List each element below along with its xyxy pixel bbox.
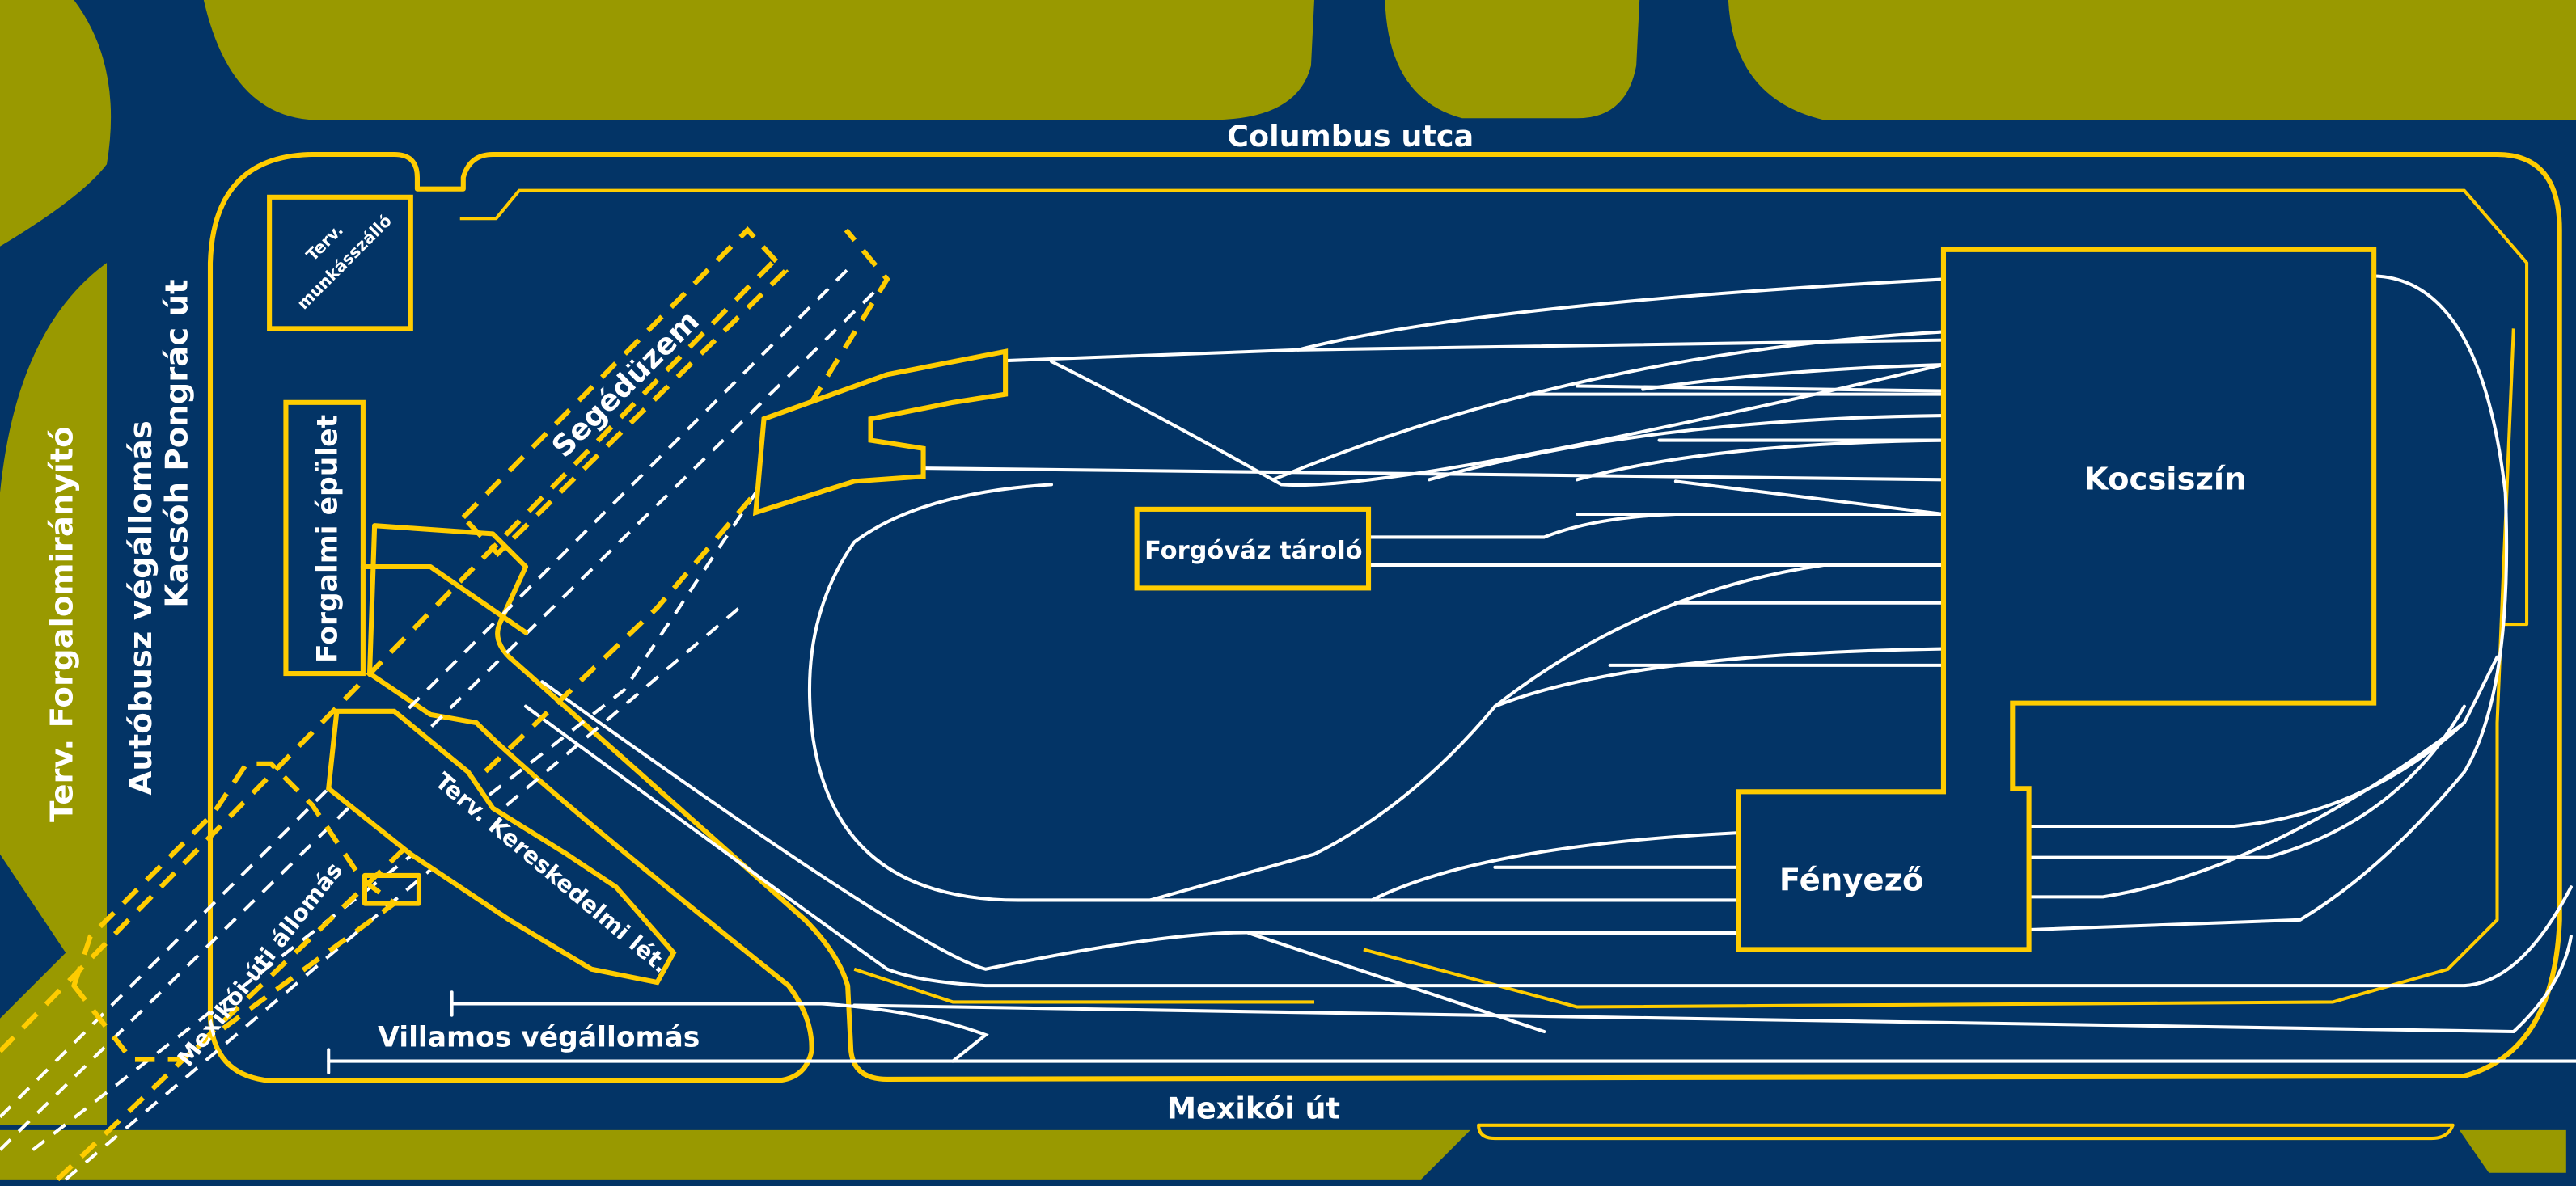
track [1271,330,1945,482]
track [807,483,1741,902]
planned-track [64,606,741,1181]
track [540,680,1741,971]
green-area-top-1 [203,0,1314,120]
track [852,935,2573,1034]
inner-boundary-right [1363,328,2515,1009]
inner-boundary-bottom [853,967,1314,1004]
planned-track [32,492,758,1151]
mexikoi-allomas-outline [71,761,399,1062]
boundary-outline [207,151,2562,1084]
forgalmi-label: Forgalmi épület [311,415,344,663]
planned-outline-left [0,260,774,1053]
kocsiszin-building [1736,247,2377,952]
track [1575,384,1945,393]
street-label-left-2: Kacsóh Pongrác út [159,279,196,607]
green-area-bottom-right [2459,1129,2566,1173]
track [1575,438,1945,482]
forgalmi-building [283,399,366,677]
fenyezo-label: Fényező [1779,862,1924,898]
track [918,466,1945,482]
street-label-left-1: Autóbusz végállomás [123,420,159,795]
track [1493,647,1945,708]
planned-outline-right [55,228,890,1182]
track [2027,274,2509,932]
track [1049,359,1945,487]
track [2027,720,2466,899]
villamos-label: Villamos végállomás [378,1021,700,1053]
bottom-street-edge [1477,1123,2455,1141]
track [1148,704,1497,902]
green-area-left [0,263,108,1125]
track [1368,512,1677,539]
forgovaz-building [1134,506,1372,591]
track [1428,414,1945,482]
inner-boundary-top [459,188,2529,627]
track [1493,563,1825,708]
street-label-far-left: Terv. Forgalomirányító [44,426,80,821]
platform-shelter [752,348,1009,517]
green-area-top-left [0,0,112,247]
forgovaz-label: Forgóváz tároló [1144,537,1362,565]
track [762,277,1945,437]
track [523,704,2573,988]
track [1673,479,1945,517]
planned-track [0,261,856,1119]
green-area-top-2 [1385,0,1640,119]
track [1641,363,1945,391]
segeduzem-outline [459,226,789,558]
track [1370,831,1741,902]
street-label-bottom: Mexikói út [1167,1091,1340,1126]
forgalmi-connector [360,563,529,635]
track [450,1002,989,1063]
munkasszallo-building [267,194,413,331]
planned-track [0,286,881,1151]
buildings [267,194,2377,986]
tracks [327,274,2576,1074]
kocsiszin-label: Kocsiszín [2084,461,2247,497]
green-area-bottom [0,1129,1470,1180]
mexikoi-small-box [362,872,422,906]
green-area-top-3 [1728,0,2576,120]
planned-rail [0,226,890,1182]
street-label-top: Columbus utca [1227,119,1474,154]
kereskedelmi-building [326,708,677,986]
site-boundary [207,151,2562,1141]
